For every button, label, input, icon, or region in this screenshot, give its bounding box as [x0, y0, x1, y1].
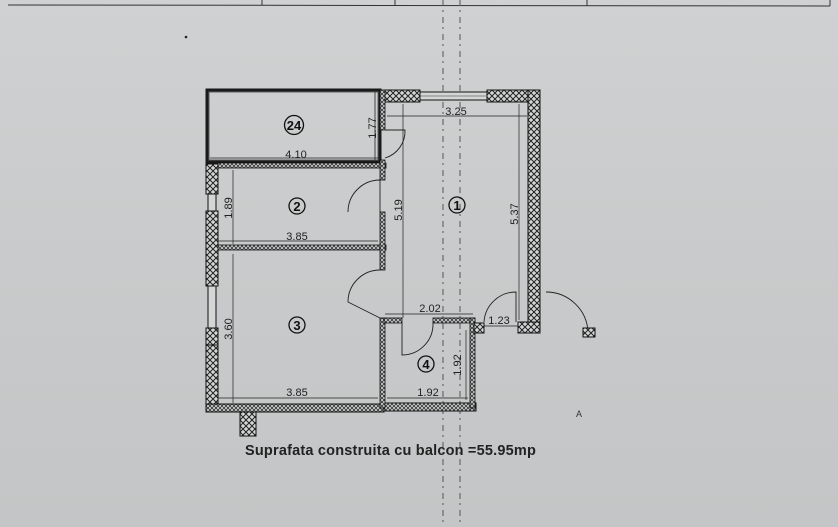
area-caption: Suprafata construita cu balcon =55.95mp	[245, 443, 537, 459]
svg-text:1: 1	[453, 198, 460, 213]
dim-room1-inner-depth: 5.19	[393, 199, 405, 220]
svg-text:4: 4	[422, 357, 430, 372]
svg-text:3: 3	[293, 318, 300, 333]
dim-room1-lower-width: 2.02	[419, 303, 440, 315]
door-swings	[347, 129, 596, 356]
dim-room2-depth: 1.89	[223, 197, 235, 218]
scan-fold-line	[442, 0, 461, 527]
svg-text:2: 2	[293, 199, 300, 214]
room-marker-1: 1	[448, 196, 466, 214]
dim-room24-width: 4.10	[285, 149, 306, 161]
dim-room1-width: 3.25	[445, 106, 466, 118]
interior-walls	[217, 89, 485, 409]
dim-room1-depth: 5.37	[509, 203, 521, 224]
room-marker-4: 4	[417, 355, 435, 373]
dim-room3-depth: 3.60	[223, 318, 235, 339]
outer-walls	[205, 89, 541, 437]
dim-room2-width: 3.85	[286, 231, 307, 243]
dim-balcony-door: 1.23	[488, 315, 509, 327]
dim-room3-width: 3.85	[286, 387, 307, 399]
dim-room4-width: 1.92	[417, 387, 438, 399]
svg-text:24: 24	[287, 118, 302, 133]
dimension-lines	[218, 104, 527, 403]
corner-mark: A	[576, 409, 583, 419]
dim-room4-depth: 1.92	[452, 354, 464, 375]
room-marker-3: 3	[288, 316, 306, 334]
dim-room24-depth: 1.77	[367, 117, 379, 138]
title-block-border	[7, 0, 831, 7]
stray-dot	[184, 35, 188, 39]
room-marker-2: 2	[288, 197, 306, 215]
room-marker-24: 24	[283, 114, 305, 136]
